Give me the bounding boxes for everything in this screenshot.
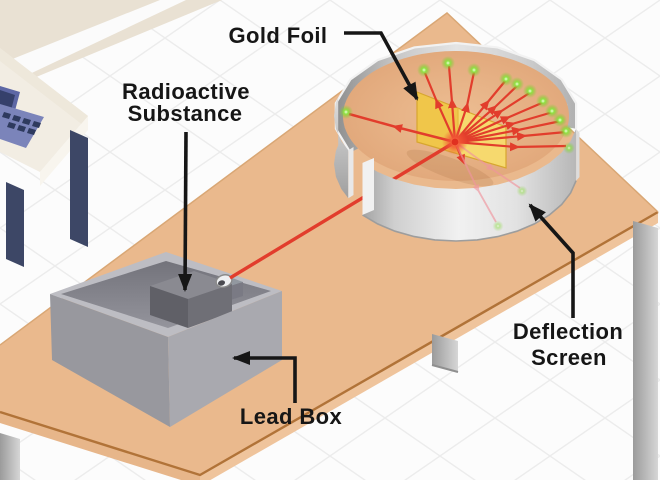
annotation-labels: Gold Foil Radioactive Substance Deflecti…: [122, 23, 623, 429]
background-bench: [0, 0, 222, 92]
label-radioactive-substance-line1: Radioactive: [122, 79, 250, 104]
beam-exit-hole: [215, 274, 233, 288]
lead-box-left-face: [50, 294, 170, 427]
table-leg: [432, 334, 458, 372]
laptop: [0, 86, 44, 148]
alpha-beam: [229, 140, 456, 280]
radioactive-substance-arrow: [178, 131, 193, 292]
beam-impact-glow: [442, 129, 468, 155]
table-leg: [633, 221, 658, 480]
screen-left-wall: [334, 97, 349, 199]
screen-wall-right-edge: [576, 128, 580, 181]
faint-deflected-rays: [454, 141, 521, 223]
deflection-screen-arrow: [528, 203, 575, 318]
label-lead-box: Lead Box: [240, 404, 343, 429]
lead-box-arrow: [232, 351, 297, 403]
background-desk: [0, 48, 88, 267]
annotations: [178, 31, 575, 403]
label-deflection-screen-line1: Deflection: [513, 319, 623, 344]
label-radioactive-substance-line2: Substance: [128, 101, 243, 126]
screen-left-wall-edge: [348, 147, 354, 199]
lead-box-right-face: [168, 291, 282, 427]
desk-leg: [70, 130, 88, 247]
scintillation-dots: [339, 56, 575, 232]
gold-foil-arrow: [344, 31, 419, 101]
desk-leg: [6, 182, 24, 267]
screen-front-wall: [362, 128, 580, 242]
table-leg: [0, 433, 20, 480]
label-deflection-screen-line2: Screen: [531, 345, 607, 370]
lead-box: [50, 252, 282, 427]
screen-wall-cut-edge: [362, 158, 374, 215]
label-gold-foil: Gold Foil: [229, 23, 328, 48]
